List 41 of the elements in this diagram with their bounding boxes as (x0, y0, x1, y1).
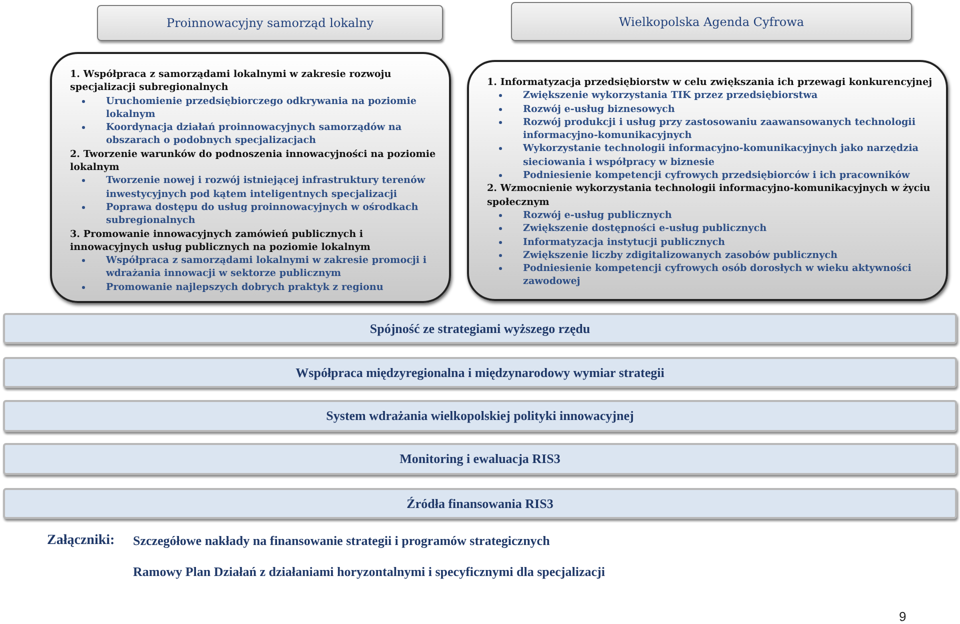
section-band (3, 488, 957, 519)
bullet-item: Uruchomienie przedsiębiorczego odkrywania na poziomie lokalnym (70, 94, 439, 122)
bullet-item: Wykorzystanie technologii informacyjno-komunikacyjnych jako narzędzia sieciowania i współpracy w biznesie (487, 142, 936, 170)
bullet-item: Tworzenie nowej i rozwój istniejącej infrastruktury terenów inwestycyjnych pod kątem inteligentnych specjalizacji (70, 174, 439, 201)
section-band (3, 443, 957, 475)
bullet-item: Koordynacja działań proinnowacyjnych samorządów na obszarach o podobnych specjalizacjach (70, 121, 439, 148)
content-panel (50, 52, 451, 303)
section-heading: 1. Informatyzacja przedsiębiorstw w celu zwiększania ich przewagi konkurencyjnej (487, 76, 934, 90)
band-title: Współpraca międzyregionalna i międzynarodowy wymiar strategii (296, 364, 664, 380)
content-panel (467, 60, 948, 301)
bullet-item: Rozwój produkcji i usług przy zastosowaniu zaawansowanych technologii informacyjno-komunikacyjnych (487, 116, 936, 142)
bullet-item: Zwiększenie wykorzystania TIK przez przedsiębiorstwa (487, 89, 936, 103)
section-heading: 3. Promowanie innowacyjnych zamówień publicznych i innowacyjnych usług publicznych na poziomie lokalnym (70, 228, 372, 254)
bullet-item: Informatyzacja instytucji publicznych (487, 236, 936, 249)
band-title: Źródła finansowania RIS3 (406, 496, 554, 512)
bullet-item: Rozwój e-usług publicznych (487, 208, 936, 222)
bullet-item: Współpraca z samorządami lokalnymi w zakresie promocji i wdrażania innowacji w sektorze publicznym (70, 254, 439, 281)
band-title: Spójność ze strategiami wyższego rzędu (370, 320, 590, 336)
bullet-item: Podniesienie kompetencji cyfrowych osób dorosłych w wieku aktywności zawodowej (487, 262, 936, 289)
page-number: 9 (899, 609, 906, 624)
bullet-item: Promowanie najlepszych dobrych praktyk z regionu (70, 280, 439, 294)
band-title: System wdrażania wielkopolskiej polityki innowacyjnej (326, 408, 634, 424)
band-title: Monitoring i ewaluacja RIS3 (400, 451, 560, 467)
header-box (511, 2, 912, 41)
header-box (97, 5, 443, 41)
section-heading: 1. Współpraca z samorządami lokalnymi w zakresie rozwoju specjalizacji subregionalnych (70, 68, 392, 95)
bullet-item: Poprawa dostępu do usług proinnowacyjnych w ośrodkach subregionalnych (70, 200, 439, 228)
attachments-label: Załączniki: (47, 533, 115, 549)
bullet-item: Zwiększenie dostępności e-usług publicznych (487, 222, 936, 236)
attachment-item: Ramowy Plan Działań z działaniami horyzontalnymi i specyficznymi dla specjalizacji (133, 564, 605, 580)
bullet-item: Zwiększenie liczby zdigitalizowanych zasobów publicznych (487, 248, 936, 262)
section-band (3, 313, 957, 344)
bullet-item: Podniesienie kompetencji cyfrowych przedsiębiorców i ich pracowników (487, 169, 936, 182)
section-heading: 2. Tworzenie warunków do podnoszenia innowacyjności na poziomie lokalnym (70, 148, 437, 174)
header-title: Wielkopolska Agenda Cyfrowa (618, 14, 804, 28)
section-band (3, 357, 957, 388)
header-title: Proinnowacyjny samorząd lokalny (166, 16, 374, 30)
attachment-item: Szczegółowe nakłady na finansowanie strategii i programów strategicznych (133, 533, 550, 549)
section-band (3, 400, 957, 432)
bullet-item: Rozwój e-usług biznesowych (487, 102, 936, 116)
section-heading: 2. Wzmocnienie wykorzystania technologii informacyjno-komunikacyjnych w życiu społecznym (487, 182, 932, 209)
